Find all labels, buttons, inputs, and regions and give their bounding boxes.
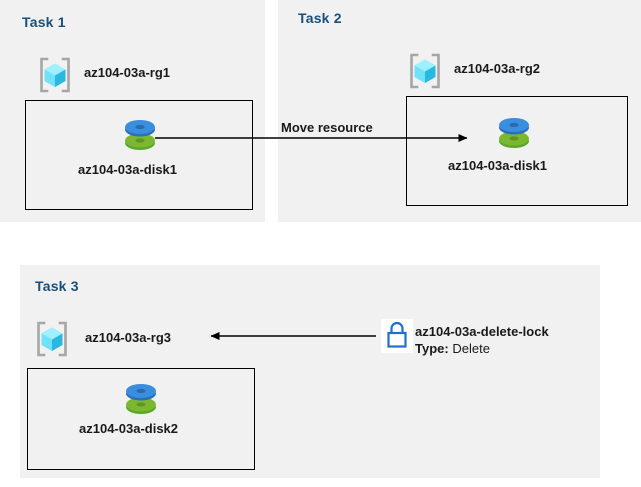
- panel-title-task-3: Task 3: [35, 278, 79, 294]
- disk-label-task-1: az104-03a-disk1: [78, 162, 178, 177]
- resource-group-label-rg2: az104-03a-rg2: [454, 61, 540, 76]
- resource-container-task-2: [406, 96, 628, 206]
- arrow-label-move-resource: Move resource: [281, 120, 373, 135]
- resource-group-icon: [406, 52, 444, 90]
- disk-icon: [492, 110, 536, 154]
- lock-label: az104-03a-delete-lock: [415, 324, 549, 339]
- resource-group-icon: [36, 56, 74, 94]
- resource-group-label-rg3: az104-03a-rg3: [85, 330, 171, 345]
- resource-container-task-1: [25, 100, 253, 210]
- disk-icon: [118, 112, 162, 156]
- panel-title-task-1: Task 1: [22, 14, 66, 30]
- lock-type-value: Delete: [452, 341, 490, 356]
- lock-type-row: Type: Delete: [415, 341, 490, 356]
- lock-icon: [381, 319, 413, 353]
- disk-icon: [119, 376, 163, 420]
- resource-group-icon: [33, 320, 71, 358]
- lock-type-key: Type:: [415, 341, 449, 356]
- disk-label-task-3: az104-03a-disk2: [79, 421, 179, 436]
- panel-title-task-2: Task 2: [298, 10, 342, 26]
- disk-label-task-2: az104-03a-disk1: [448, 158, 548, 173]
- resource-group-label-rg1: az104-03a-rg1: [84, 65, 170, 80]
